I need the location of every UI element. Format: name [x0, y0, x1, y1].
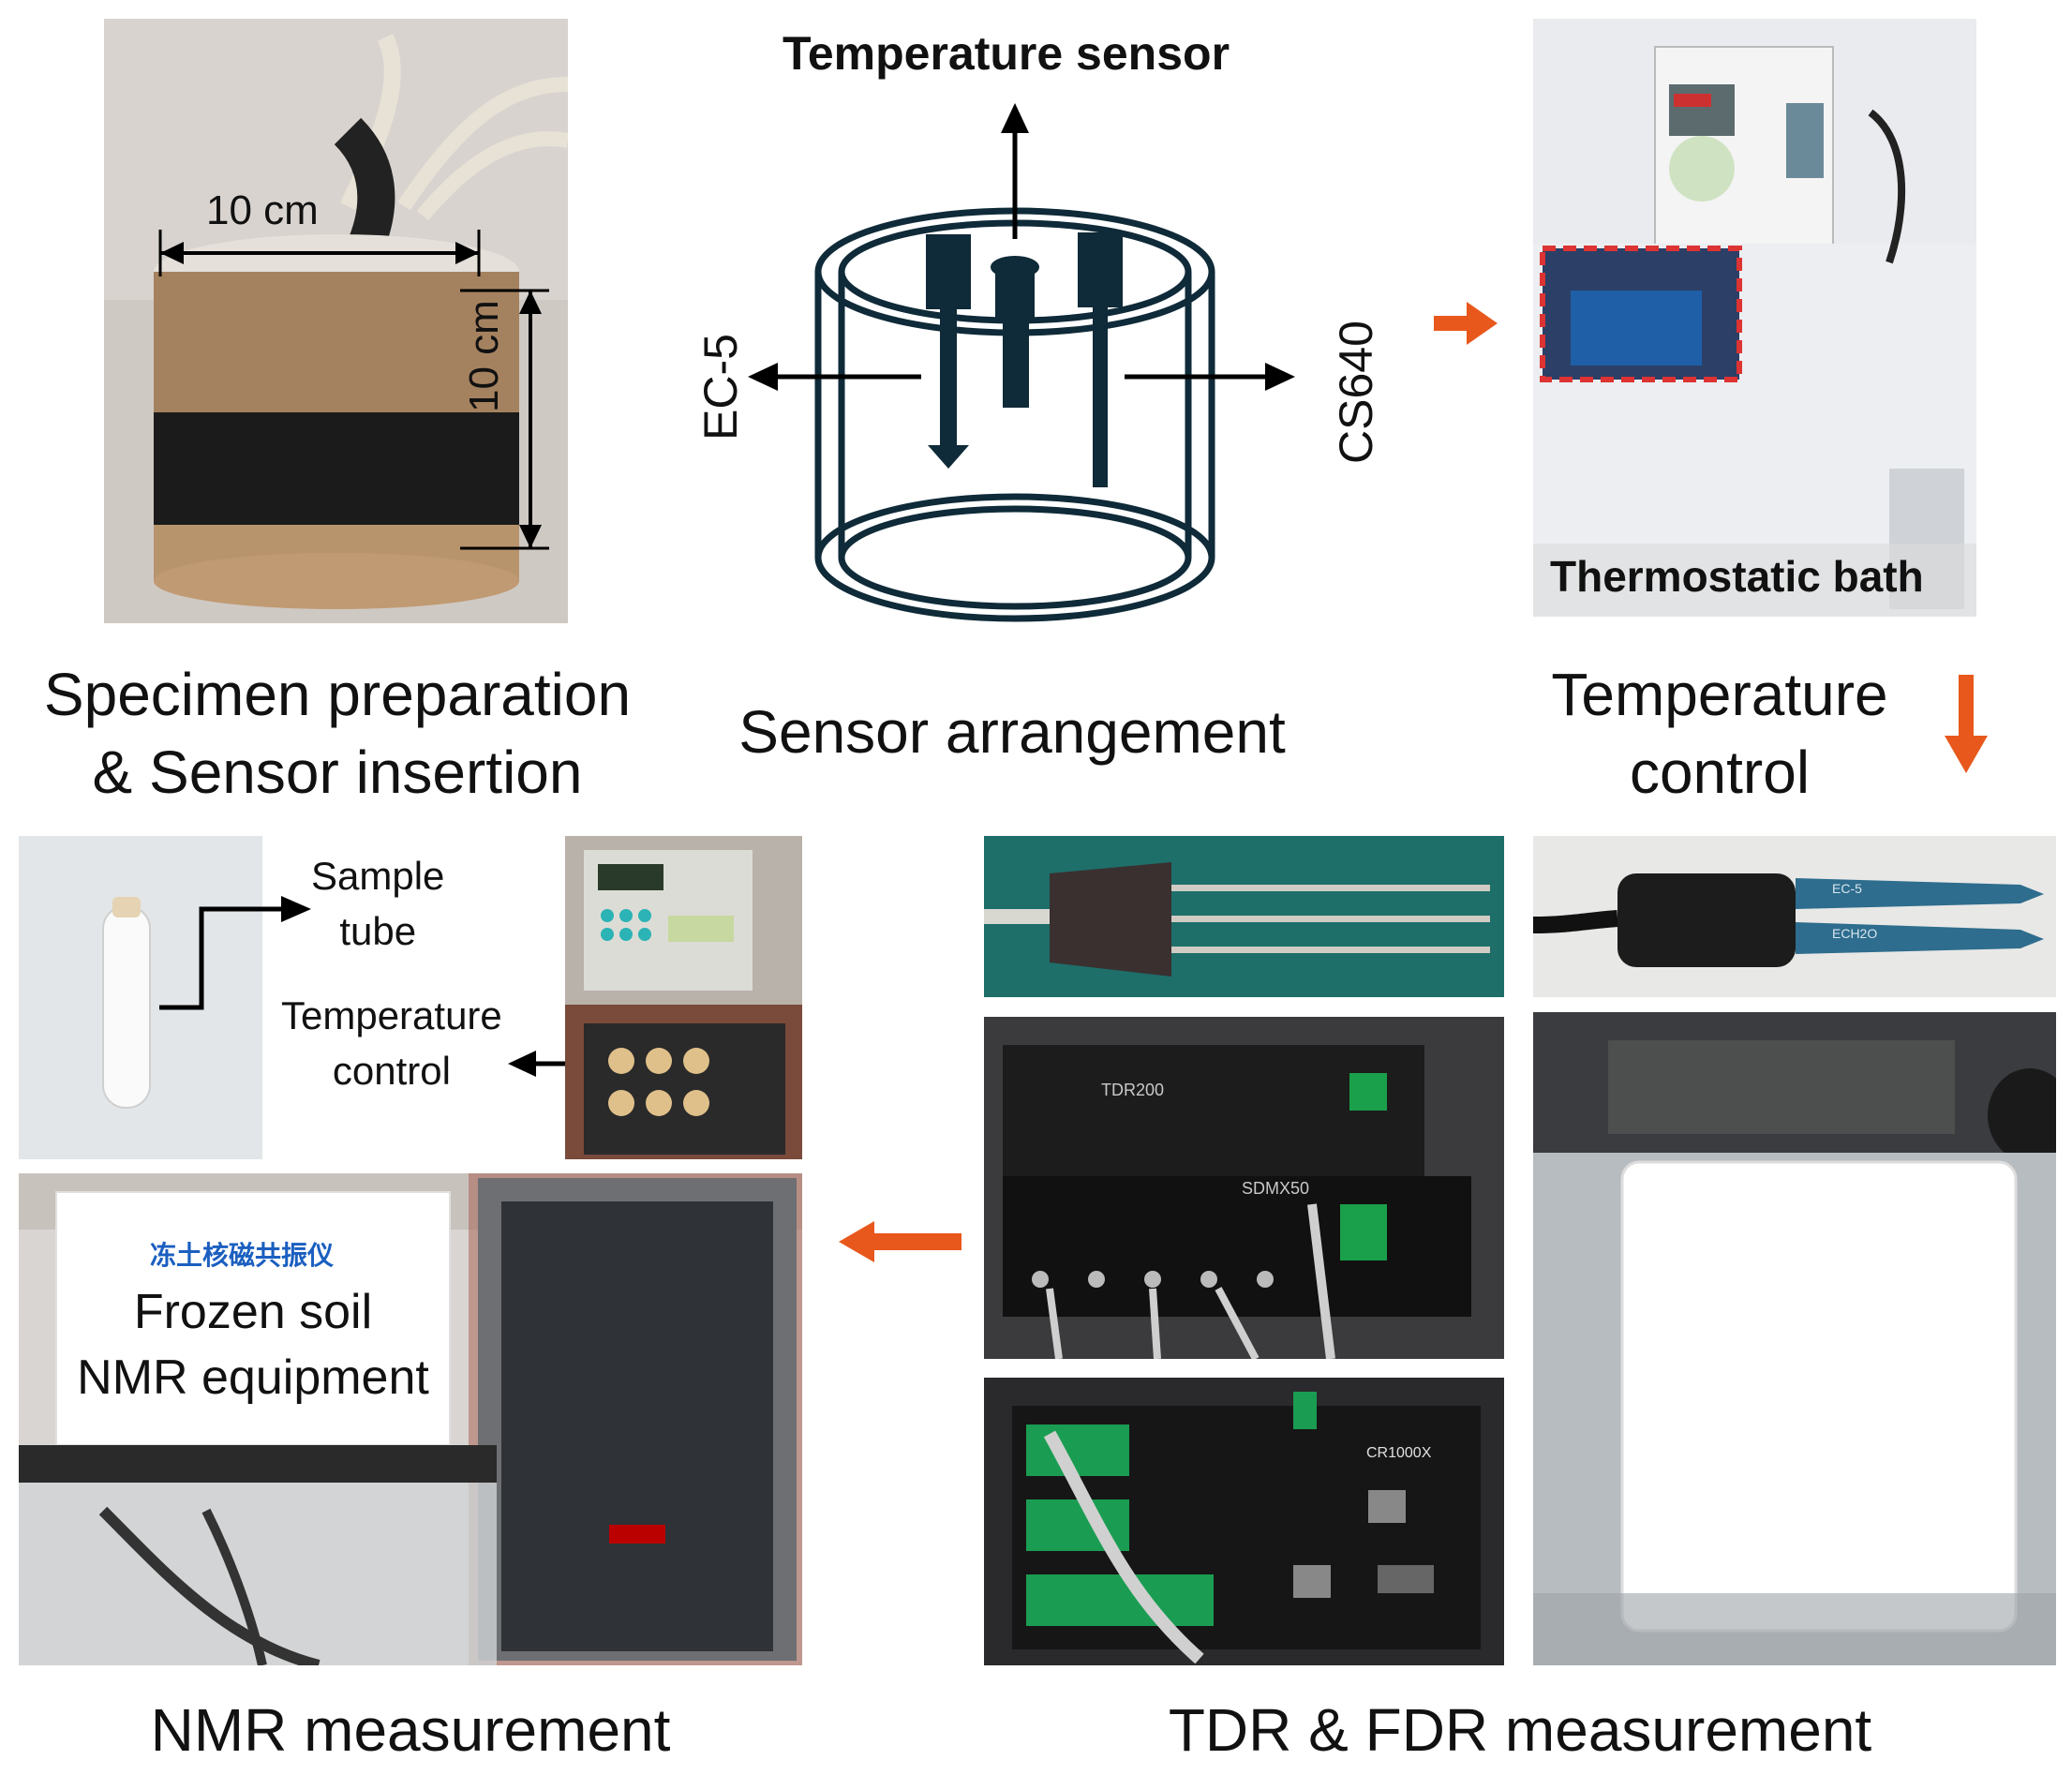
nmr-temp-controller-photo [565, 836, 802, 1159]
thermostatic-bath-label: Thermostatic bath [1550, 552, 1924, 601]
nmr-temp-control-line2: control [332, 1048, 451, 1093]
sensor-arrangement-diagram [748, 103, 1295, 622]
sample-tube-photo [19, 836, 262, 1159]
sdmx50-label: SDMX50 [1242, 1179, 1310, 1198]
specimen-height-label: 10 cm [461, 300, 507, 412]
ec5-label: EC-5 [694, 334, 747, 440]
sample-tube-label: Sample tube [311, 849, 444, 960]
nmr-temp-control-label: Temperature control [281, 989, 502, 1099]
specimen-width-label: 10 cm [206, 187, 319, 233]
cr1000x-logger-photo [984, 1378, 1504, 1665]
cr1000x-label: CR1000X [1366, 1445, 1432, 1461]
fdr-probe-label2: ECH2O [1832, 926, 1878, 941]
fdr-probe-photo [1533, 836, 2056, 997]
sample-tube-label-line1: Sample [311, 854, 445, 898]
nmr-box-line1: Frozen soil [133, 1285, 373, 1339]
sensor-caption: Sensor arrangement [738, 698, 1286, 766]
bath-caption: Temperature control [1499, 656, 1940, 812]
nmr-box-label: Frozen soil NMR equipment [56, 1279, 450, 1410]
cs640-label: CS640 [1330, 321, 1382, 464]
thermostatic-bath-photo [1533, 19, 1976, 617]
nmr-box-cn-label: 冻土核磁共振仪 [150, 1241, 335, 1270]
bath-interior-photo [1533, 1012, 2056, 1665]
specimen-caption: Specimen preparation & Sensor insertion [9, 656, 665, 812]
sample-tube-arrow [159, 896, 311, 1010]
flow-arrow-right [1434, 302, 1498, 345]
nmr-temp-control-line1: Temperature [281, 993, 502, 1037]
temperature-sensor-label: Temperature sensor [783, 27, 1230, 80]
nmr-equipment-photo [19, 1173, 802, 1665]
specimen-dimension-arrows [158, 230, 549, 550]
tdr200-device-photo [984, 1017, 1504, 1359]
nmr-caption: NMR measurement [150, 1696, 671, 1764]
tdr-probe-photo [984, 836, 1504, 997]
sample-tube-label-line2: tube [339, 908, 417, 953]
specimen-caption-line2: & Sensor insertion [92, 738, 583, 807]
bath-caption-line1: Temperature [1551, 661, 1888, 728]
tdr200-label: TDR200 [1101, 1081, 1165, 1099]
nmr-box-line2: NMR equipment [77, 1350, 429, 1406]
tdr-fdr-caption: TDR & FDR measurement [1168, 1696, 1872, 1764]
specimen-photo [104, 19, 568, 623]
flow-arrow-down [1945, 675, 1988, 773]
fdr-probe-label1: EC-5 [1832, 881, 1862, 896]
flow-arrow-left [839, 1221, 961, 1262]
bath-caption-line2: control [1629, 738, 1811, 807]
specimen-caption-line1: Specimen preparation [43, 661, 632, 728]
